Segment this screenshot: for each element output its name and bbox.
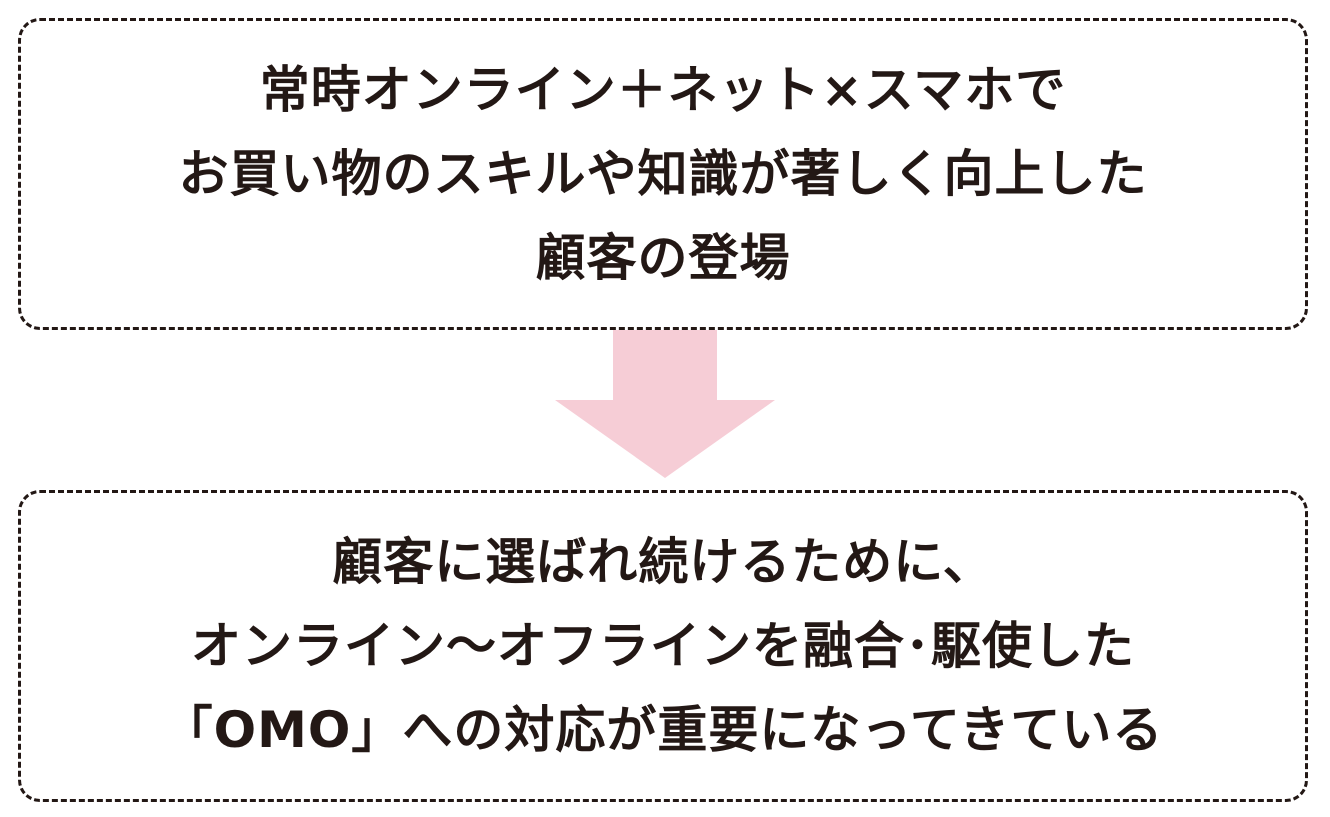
bottom-statement-line-1: 顧客に選ばれ続けるために、: [332, 533, 994, 591]
top-statement-line-2: お買い物のスキルや知識が著しく向上した: [178, 145, 1148, 203]
top-statement-line-3: 顧客の登場: [535, 229, 791, 287]
down-arrow-shape: [555, 330, 775, 478]
bottom-statement-line-3: 「OMO」への対応が重要になってきている: [162, 701, 1164, 759]
top-statement-box: 常時オンライン＋ネット×スマホで お買い物のスキルや知識が著しく向上した 顧客の…: [18, 18, 1308, 330]
bottom-statement-line-2: オンライン〜オフラインを融合･駆使した: [191, 617, 1135, 675]
down-arrow-icon: [555, 330, 775, 478]
bottom-statement-box: 顧客に選ばれ続けるために、 オンライン〜オフラインを融合･駆使した 「OMO」へ…: [18, 490, 1308, 802]
top-statement-line-1: 常時オンライン＋ネット×スマホで: [259, 61, 1067, 119]
